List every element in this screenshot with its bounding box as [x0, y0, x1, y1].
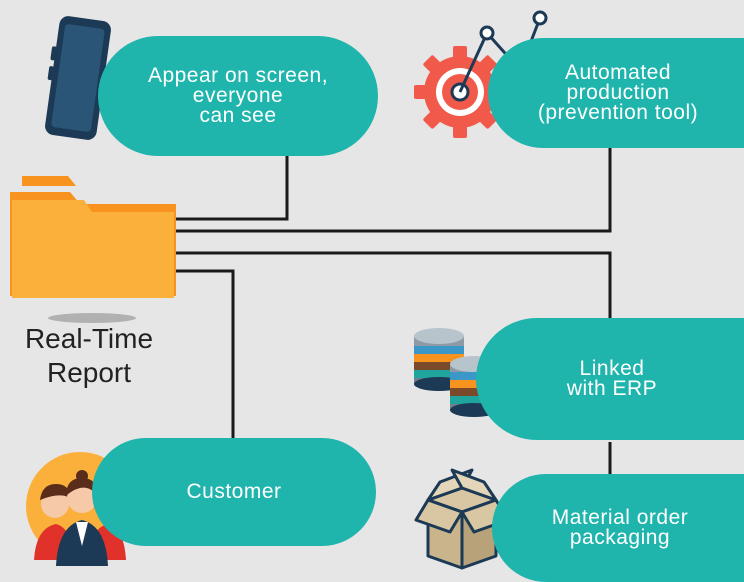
connector-screen: [172, 140, 289, 221]
node-customer-label: Customer: [186, 480, 282, 503]
node-material: Material order packaging: [492, 474, 744, 582]
hub-label: Real-Time Report: [24, 323, 154, 388]
folder-icon: [10, 176, 176, 323]
connector-automated: [172, 148, 612, 233]
node-material-label: Material order packaging: [551, 506, 689, 549]
smartphone-icon: [45, 16, 111, 140]
node-screen-label: Appear on screen, everyone can see: [147, 64, 329, 127]
box-icon: [414, 468, 510, 570]
node-customer: Customer: [92, 438, 376, 546]
connector-erp: [172, 251, 612, 322]
connector-customer: [172, 269, 235, 440]
connectors: [172, 140, 612, 478]
node-automated: Automated production (prevention tool): [488, 38, 744, 148]
node-erp: Linked with ERP: [476, 318, 744, 440]
node-screen: Appear on screen, everyone can see: [98, 36, 378, 156]
node-automated-label: Automated production (prevention tool): [537, 61, 699, 124]
node-erp-label: Linked with ERP: [566, 357, 658, 400]
